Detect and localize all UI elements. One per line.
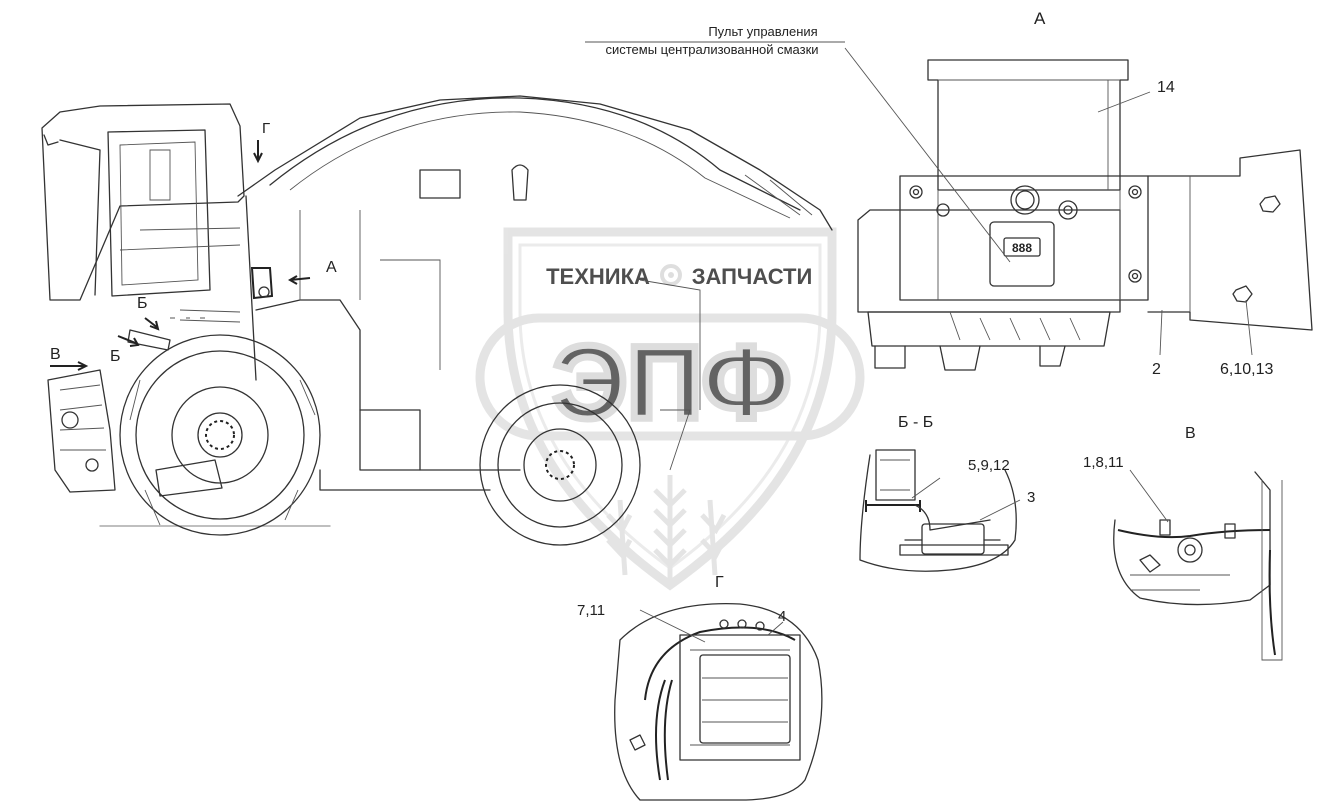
marker-b-upper: Б — [137, 295, 148, 312]
part-label-6-10-13: 6,10,13 — [1220, 361, 1273, 378]
harvester-side-view — [41, 95, 833, 546]
part-label-3: 3 — [1027, 489, 1035, 506]
view-label-g: Г — [715, 574, 724, 591]
marker-v: В — [50, 346, 61, 363]
part-label-4: 4 — [778, 608, 786, 625]
section-b-b-drawing — [859, 449, 1021, 572]
display-readout: 888 — [1012, 241, 1032, 255]
view-label-b-b: Б - Б — [898, 414, 933, 431]
marker-g: Г — [262, 120, 270, 137]
part-label-5-9-12: 5,9,12 — [968, 457, 1010, 474]
view-g-drawing — [614, 602, 823, 801]
wheat-icon — [606, 475, 727, 580]
callout-title-line1: Пульт управления — [708, 24, 817, 39]
watermark — [475, 227, 865, 591]
watermark-text-tekhnika: ТЕХНИКА — [546, 264, 650, 289]
part-label-7-11: 7,11 — [577, 602, 605, 619]
marker-b-lower: Б — [110, 348, 121, 365]
marker-a: А — [326, 259, 337, 276]
part-label-2: 2 — [1152, 361, 1161, 378]
view-label-a: А — [1034, 9, 1046, 28]
callout-title-line2: системы централизованной смазки — [605, 42, 818, 57]
part-label-14: 14 — [1157, 79, 1175, 96]
view-v-drawing — [1113, 469, 1283, 661]
part-label-1-8-11: 1,8,11 — [1083, 454, 1124, 471]
watermark-text-zapchasti: ЗАПЧАСТИ — [692, 264, 813, 289]
watermark-logo: ЭПФ — [553, 325, 791, 441]
view-arrows — [50, 140, 311, 371]
view-label-v: В — [1185, 425, 1196, 442]
gear-icon — [660, 264, 682, 286]
view-a-drawing — [844, 47, 1313, 371]
